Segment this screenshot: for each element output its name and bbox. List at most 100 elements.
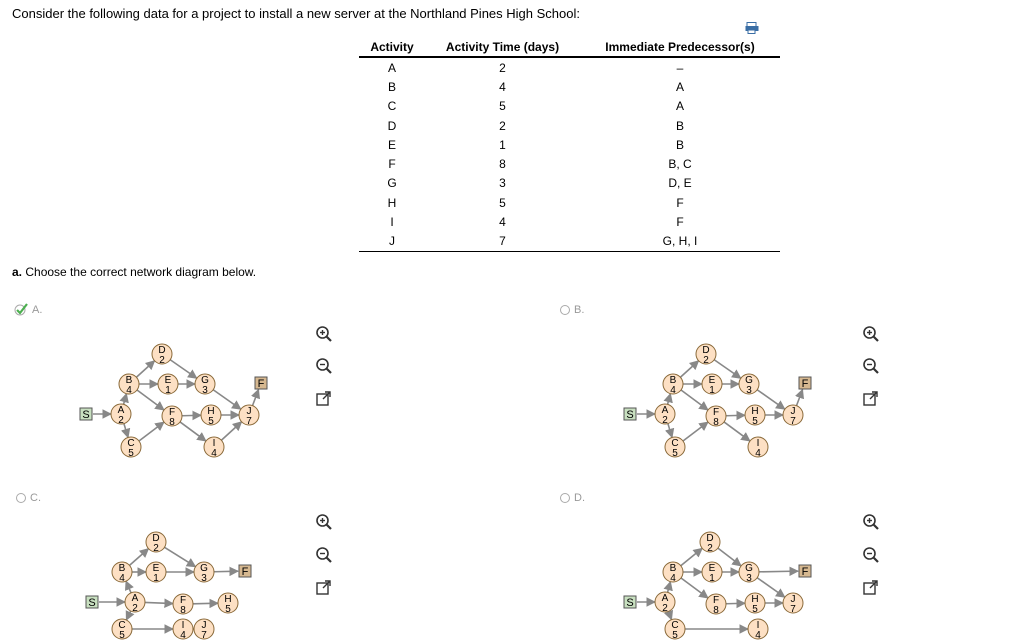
activity-node-B: B4 [662, 561, 684, 584]
svg-text:F: F [258, 378, 265, 390]
header-predecessors: Immediate Predecessor(s) [580, 37, 780, 58]
arrow-G-FIN [758, 566, 799, 577]
svg-text:E: E [153, 563, 160, 574]
svg-text:E: E [165, 375, 172, 386]
svg-text:5: 5 [752, 416, 758, 427]
activity-table: Activity Activity Time (days) Immediate … [359, 37, 780, 252]
arrow-B-D [135, 360, 156, 378]
svg-text:G: G [201, 375, 209, 386]
activity-node-G: G3 [738, 373, 760, 396]
svg-text:2: 2 [118, 415, 124, 426]
svg-text:4: 4 [755, 630, 761, 641]
arrow-C-F [682, 421, 709, 442]
arrow-A-B [663, 392, 673, 405]
svg-text:A: A [118, 405, 125, 416]
zoom-in-icon[interactable] [314, 512, 334, 532]
svg-text:F: F [802, 378, 809, 390]
zoom-out-icon[interactable] [861, 545, 881, 565]
arrow-C-F [138, 421, 165, 442]
svg-text:E: E [709, 563, 716, 574]
svg-text:B: B [119, 563, 126, 574]
checkmark-icon [14, 303, 28, 316]
arrow-A-C [664, 609, 674, 621]
svg-text:3: 3 [746, 573, 752, 584]
finish-node: F [238, 564, 252, 578]
svg-text:4: 4 [755, 448, 761, 459]
activity-node-C: C5 [664, 618, 686, 641]
svg-text:S: S [626, 597, 633, 609]
option-d-radio[interactable]: D. [560, 492, 585, 504]
cell: J [359, 231, 425, 252]
svg-text:1: 1 [165, 385, 171, 396]
expand-icon[interactable] [314, 578, 334, 598]
cell: G, H, I [580, 231, 780, 252]
expand-icon[interactable] [861, 389, 881, 409]
cell: A [675, 79, 684, 94]
cell: B [675, 137, 684, 152]
radio-circle-icon [16, 493, 26, 503]
zoom-in-icon[interactable] [861, 324, 881, 344]
cell: – [676, 60, 684, 75]
svg-text:2: 2 [132, 603, 138, 614]
activity-node-F: F8 [172, 593, 194, 616]
arrow-B-F [136, 389, 165, 411]
activity-node-G: G3 [194, 373, 216, 396]
zoom-in-icon[interactable] [314, 324, 334, 344]
arrow-G-J [212, 389, 242, 410]
svg-text:8: 8 [713, 417, 719, 428]
finish-node: F [798, 376, 812, 390]
svg-text:C: C [118, 620, 125, 631]
cell: A [675, 99, 684, 114]
arrow-G-J [756, 577, 786, 598]
activity-node-F: F8 [705, 405, 727, 428]
svg-text:7: 7 [246, 416, 252, 427]
option-c-label: C. [30, 492, 41, 504]
expand-icon[interactable] [314, 389, 334, 409]
svg-text:2: 2 [662, 415, 668, 426]
cell: 7 [425, 231, 580, 252]
svg-text:4: 4 [670, 385, 676, 396]
arrow-J-FIN [251, 388, 261, 406]
svg-text:I: I [757, 620, 760, 631]
svg-text:J: J [202, 620, 207, 631]
zoom-out-icon[interactable] [314, 356, 334, 376]
svg-text:D: D [158, 345, 165, 356]
option-b-radio[interactable]: B. [560, 304, 584, 316]
option-c-radio[interactable]: C. [16, 492, 41, 504]
arrow-J-FIN [795, 388, 805, 406]
arrow-B-F [680, 577, 709, 599]
activity-node-D: D2 [699, 531, 721, 554]
expand-icon[interactable] [861, 578, 881, 598]
activity-node-C: C5 [120, 436, 142, 459]
svg-text:F: F [713, 595, 719, 606]
print-icon[interactable] [745, 22, 759, 34]
part-a-label: a. [12, 265, 23, 279]
svg-text:A: A [662, 593, 669, 604]
zoom-in-icon[interactable] [861, 512, 881, 532]
activity-node-H: H5 [744, 592, 766, 615]
start-node: S [623, 595, 637, 609]
cell: F [676, 195, 684, 210]
cell: D, E [668, 176, 692, 191]
zoom-out-icon[interactable] [314, 545, 334, 565]
activity-node-C: C5 [664, 436, 686, 459]
activity-node-G: G3 [738, 561, 760, 584]
zoom-out-icon[interactable] [861, 356, 881, 376]
cell: 4 [499, 79, 506, 94]
svg-text:2: 2 [159, 355, 165, 366]
svg-text:B: B [670, 375, 677, 386]
cell: 3 [499, 176, 506, 191]
activity-node-D: D2 [695, 343, 717, 366]
arrow-A-B [125, 580, 134, 594]
activity-node-E: E1 [145, 561, 167, 584]
svg-text:B: B [126, 375, 133, 386]
svg-text:2: 2 [703, 355, 709, 366]
option-a-radio[interactable]: A. [14, 303, 42, 317]
svg-text:I: I [213, 438, 216, 449]
